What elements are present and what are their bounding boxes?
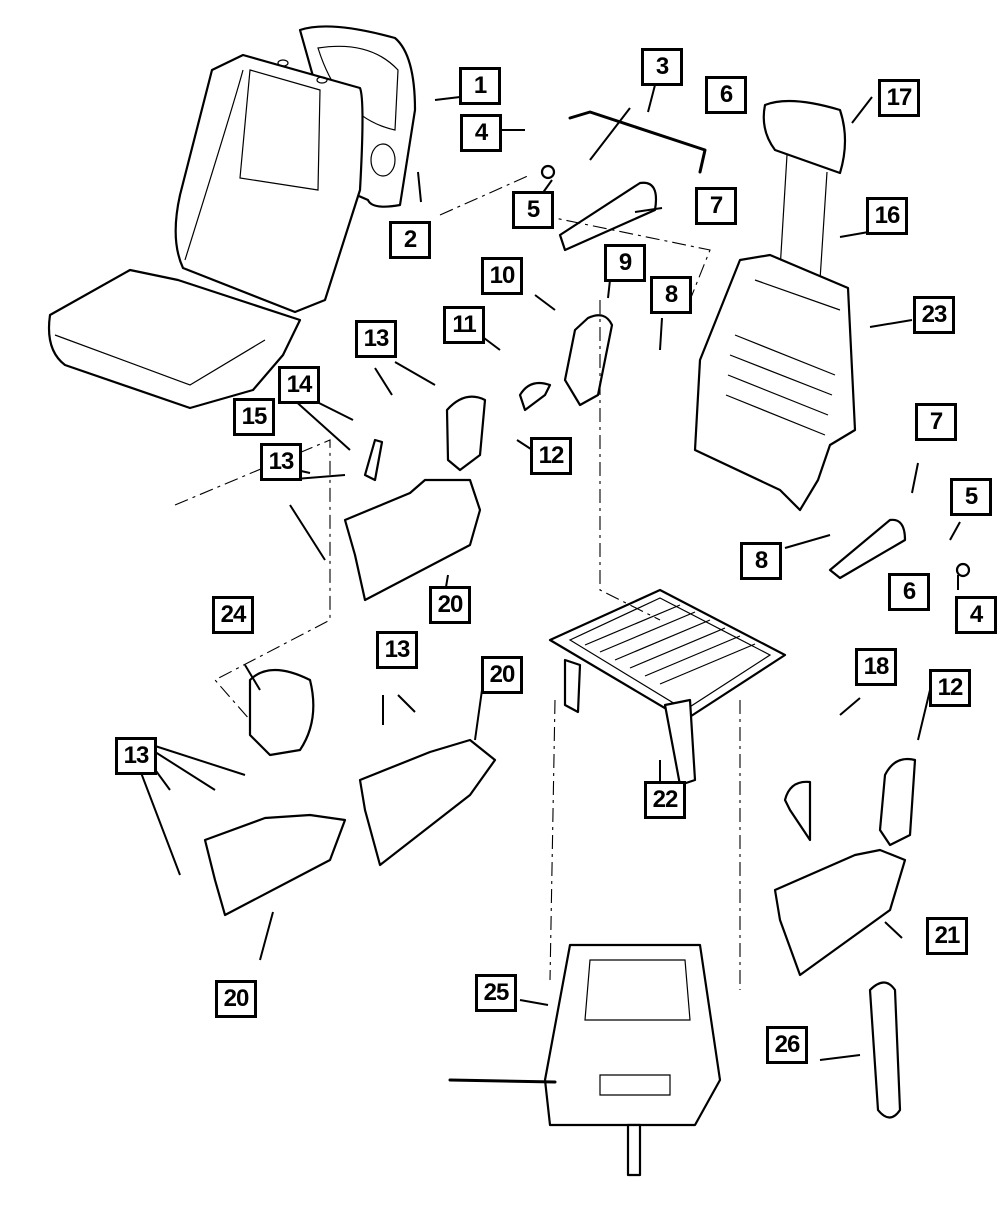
seat-cushion-frame [548,588,787,787]
callout-7[interactable]: 7 [695,187,737,225]
seat-back-frame [693,253,857,512]
callout-11[interactable]: 11 [443,306,485,344]
callout-13[interactable]: 13 [376,631,418,669]
trim-24 [248,669,315,757]
callout-21[interactable]: 21 [926,917,968,955]
armrest-left [558,181,658,252]
callout-17[interactable]: 17 [878,79,920,117]
side-shield-upper [343,478,482,602]
callout-4[interactable]: 4 [460,114,502,152]
callout-12[interactable]: 12 [530,437,572,475]
headrest [762,99,847,281]
callout-14[interactable]: 14 [278,366,320,404]
callout-6[interactable]: 6 [888,573,930,611]
cap-5 [540,164,556,180]
callout-3[interactable]: 3 [641,48,683,86]
callout-2[interactable]: 2 [389,221,431,259]
callout-18[interactable]: 18 [855,648,897,686]
callout-7[interactable]: 7 [915,403,957,441]
callout-6[interactable]: 6 [705,76,747,114]
callout-24[interactable]: 24 [212,596,254,634]
side-shield-middle [358,738,497,867]
callout-26[interactable]: 26 [766,1026,808,1064]
callout-20[interactable]: 20 [481,656,523,694]
callout-8[interactable]: 8 [650,276,692,314]
callout-13[interactable]: 13 [115,737,157,775]
tether-strap [868,981,902,1119]
cover-12-right [878,757,917,847]
callout-25[interactable]: 25 [475,974,517,1012]
callout-12[interactable]: 12 [929,669,971,707]
callout-4[interactable]: 4 [955,596,997,634]
callout-20[interactable]: 20 [429,586,471,624]
callout-5[interactable]: 5 [950,478,992,516]
callout-16[interactable]: 16 [866,197,908,235]
callout-1[interactable]: 1 [459,67,501,105]
side-shield-lower [203,813,347,917]
callout-10[interactable]: 10 [481,257,523,295]
callout-13[interactable]: 13 [260,443,302,481]
recline-lever [363,438,384,482]
recliner-bracket-right [783,780,812,842]
callout-23[interactable]: 23 [913,296,955,334]
armrest-right [828,518,907,580]
callout-5[interactable]: 5 [512,191,554,229]
seat-riser [448,943,722,1177]
callout-13[interactable]: 13 [355,320,397,358]
callout-22[interactable]: 22 [644,781,686,819]
callout-9[interactable]: 9 [604,244,646,282]
seat-cushion [47,268,302,410]
trim-21 [773,848,907,977]
callout-15[interactable]: 15 [233,398,275,436]
callout-20[interactable]: 20 [215,980,257,1018]
recliner-bracket [563,314,614,407]
seat-back-cushion [174,25,417,314]
cover-12-left [445,395,487,472]
callout-8[interactable]: 8 [740,542,782,580]
